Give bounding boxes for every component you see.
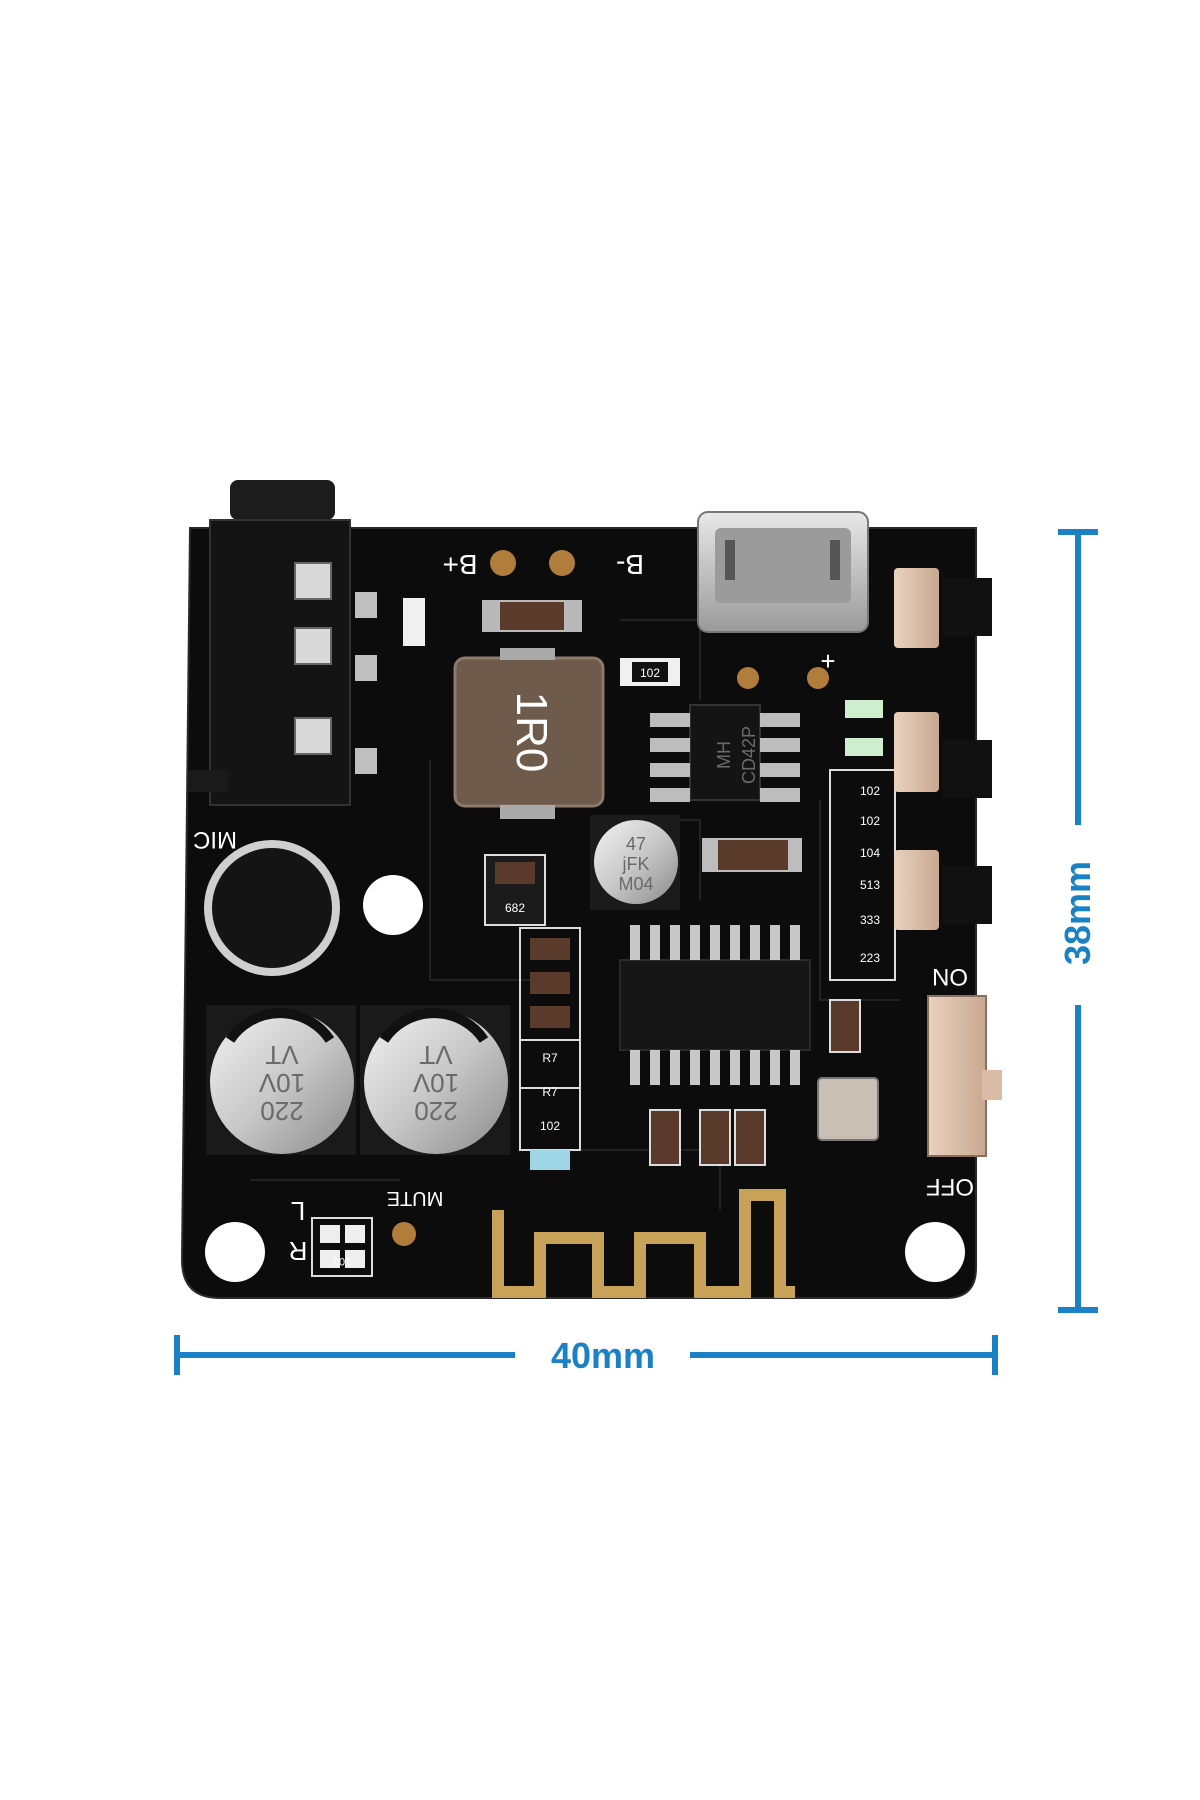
capacitor-47uf: 47 jFK M04 <box>590 815 680 910</box>
capacitor-label: 220 <box>414 1096 457 1126</box>
switch-on-label: ON <box>932 963 968 990</box>
capacitor-label: 47 <box>626 834 646 854</box>
resistor-code: 102 <box>860 784 880 798</box>
resistor-code: 102 <box>640 666 660 680</box>
resistor-code: 104 <box>860 846 880 860</box>
battery-minus-label: B- <box>616 549 644 580</box>
right-label: R <box>289 1236 308 1266</box>
smd-capacitor <box>699 1109 731 1166</box>
resistor-code: R7 <box>542 1085 558 1099</box>
width-dimension <box>174 1335 998 1375</box>
crystal-oscillator <box>817 1077 879 1141</box>
microphone <box>204 840 340 976</box>
smd-capacitor-body <box>718 840 788 870</box>
amplifier-ic <box>619 925 811 1085</box>
charger-ic-mark: CD42P <box>739 726 759 784</box>
button-middle[interactable] <box>894 712 992 798</box>
capacitor-label: 10V <box>258 1068 305 1098</box>
resistor-code: 102 <box>860 814 880 828</box>
resistor-code: R7 <box>542 1051 558 1065</box>
resistor-code: 682 <box>505 901 525 915</box>
capacitor-label: 220 <box>260 1096 303 1126</box>
button-top[interactable] <box>894 568 992 648</box>
charger-ic: MH CD42P <box>650 704 800 802</box>
resistor: 102 <box>620 658 680 686</box>
led <box>845 738 883 756</box>
capacitor-label: VT <box>265 1040 298 1070</box>
inductor: 1R0 <box>453 648 605 819</box>
resistor-code: 333 <box>860 913 880 927</box>
power-switch[interactable] <box>927 995 1002 1157</box>
inductor-mark: 1R0 <box>507 692 556 773</box>
resistor-code: 223 <box>860 951 880 965</box>
mic-label: MIC <box>193 826 237 853</box>
capacitor-label: M04 <box>618 874 653 894</box>
plus-label: + <box>820 646 835 676</box>
capacitor-label: 10V <box>412 1068 459 1098</box>
micro-usb-port[interactable] <box>697 511 869 633</box>
capacitor-label: VT <box>419 1040 452 1070</box>
component-column-left <box>519 927 581 1151</box>
charger-ic-mark: MH <box>714 741 734 769</box>
resistor-pair <box>311 1217 373 1277</box>
mute-pad <box>392 1222 416 1246</box>
resistor-code: 103 <box>333 1255 351 1267</box>
led <box>845 700 883 718</box>
resistor-code: 102 <box>540 1119 560 1133</box>
capacitor-220uf-right <box>360 1005 510 1155</box>
button-bottom[interactable] <box>894 850 992 930</box>
smd-component <box>829 999 861 1053</box>
led <box>530 1150 570 1170</box>
left-label: L <box>291 1196 305 1226</box>
diode <box>403 598 425 646</box>
battery-terminals <box>482 550 582 632</box>
width-label: 40mm <box>551 1335 655 1376</box>
usb-pad <box>737 667 759 689</box>
height-label: 38mm <box>1057 861 1098 965</box>
mounting-hole <box>363 875 423 935</box>
usb-pad <box>807 667 829 689</box>
bluetooth-antenna <box>492 1189 795 1298</box>
capacitor-220uf-left <box>206 1005 356 1155</box>
switch-off-label: OFF <box>926 1173 974 1200</box>
mounting-hole <box>905 1222 965 1282</box>
battery-plus-label: B+ <box>442 549 477 580</box>
smd-capacitor <box>649 1109 681 1166</box>
height-dimension <box>1058 529 1098 1313</box>
mute-label: MUTE <box>387 1187 444 1209</box>
mounting-hole <box>205 1222 265 1282</box>
capacitor-label: jFK <box>622 854 650 874</box>
smd-capacitor <box>734 1109 766 1166</box>
resistor: 682 <box>484 854 546 926</box>
resistor-code: 513 <box>860 878 880 892</box>
audio-jack <box>188 480 377 806</box>
